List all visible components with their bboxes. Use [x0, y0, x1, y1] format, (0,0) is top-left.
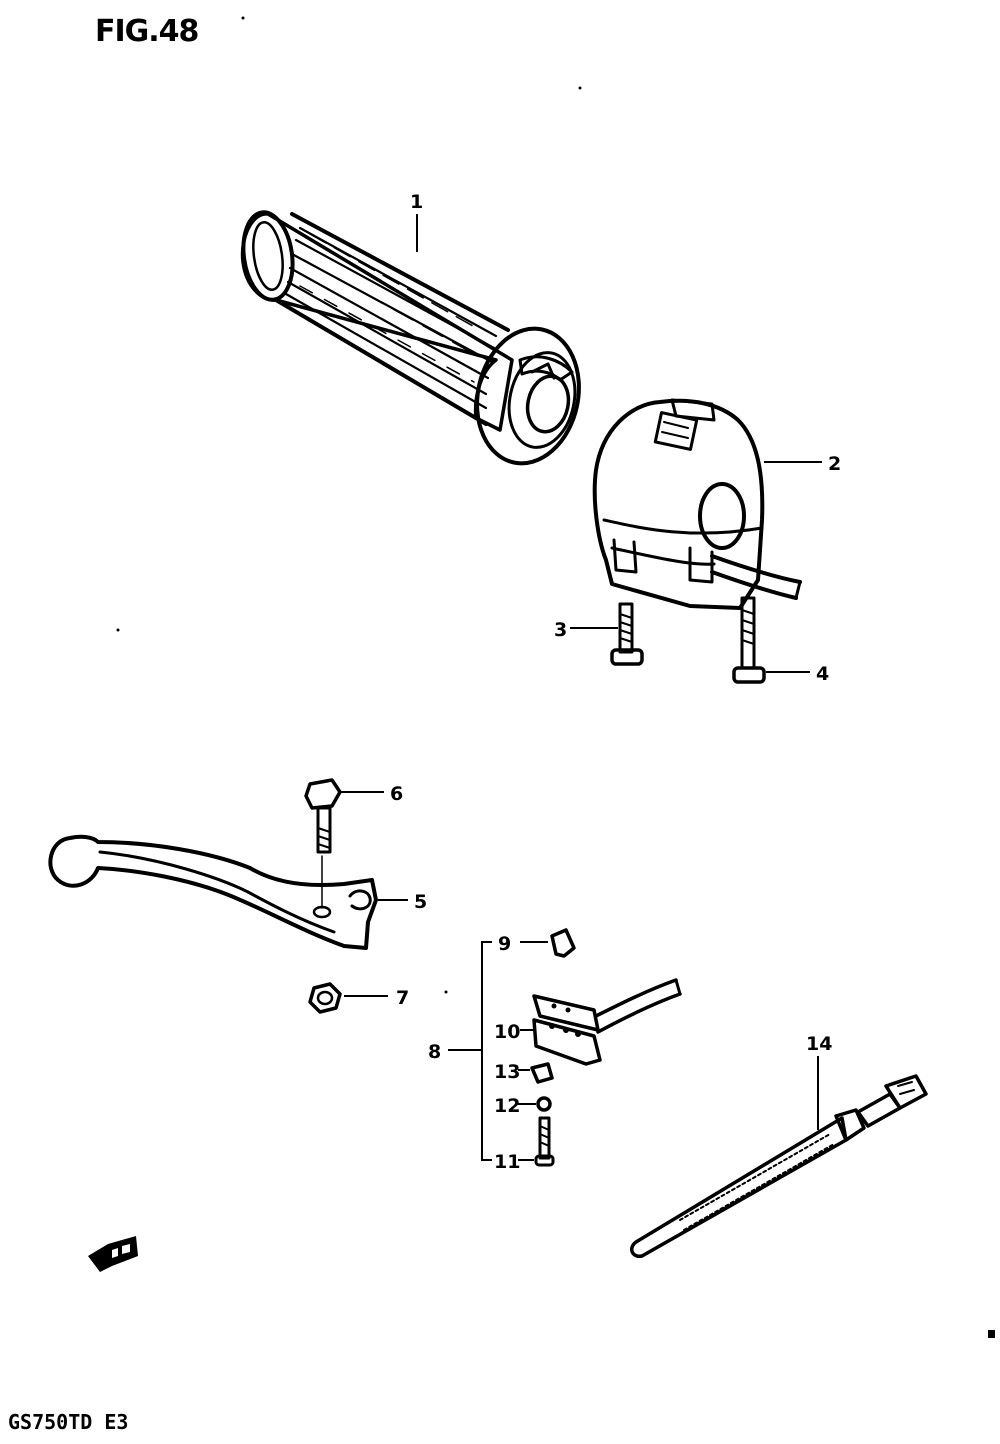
speck: [444, 990, 448, 994]
housing-screw-long: [732, 596, 766, 684]
callout-13: 13: [494, 1061, 520, 1083]
fwd-arrow-icon: [88, 1236, 138, 1272]
clutch-lever: [48, 834, 378, 950]
figure-title: FIG.48: [95, 14, 199, 49]
speck: [241, 16, 245, 20]
callout-14: 14: [806, 1033, 832, 1055]
callout-8: 8: [428, 1041, 441, 1063]
speck: [988, 1330, 995, 1338]
cable-tie: [630, 1074, 928, 1258]
callout-10: 10: [494, 1021, 520, 1043]
callout-6: 6: [390, 783, 403, 805]
clutch-switch: [532, 978, 682, 1066]
callout-1: 1: [410, 191, 423, 213]
callout-4: 4: [816, 663, 829, 685]
bracket-8: [481, 941, 492, 1161]
housing-screw-short: [610, 602, 644, 666]
switch-nut: [536, 1096, 552, 1112]
callout-5: 5: [414, 891, 427, 913]
callout-7: 7: [396, 987, 409, 1009]
handle-grip: [240, 210, 581, 466]
switch-cap: [550, 928, 576, 958]
callout-3: 3: [554, 619, 567, 641]
switch-screw: [534, 1116, 555, 1167]
callout-9: 9: [498, 933, 511, 955]
callout-2: 2: [828, 453, 841, 475]
speck: [578, 86, 582, 90]
switch-washer: [530, 1062, 554, 1084]
callout-11: 11: [494, 1151, 520, 1173]
switch-housing: [592, 398, 802, 610]
model-code-label: GS750TD E3: [8, 1410, 129, 1434]
callout-12: 12: [494, 1095, 520, 1117]
lever-bolt: [304, 778, 342, 854]
lever-nut: [308, 982, 342, 1014]
speck: [116, 628, 120, 632]
